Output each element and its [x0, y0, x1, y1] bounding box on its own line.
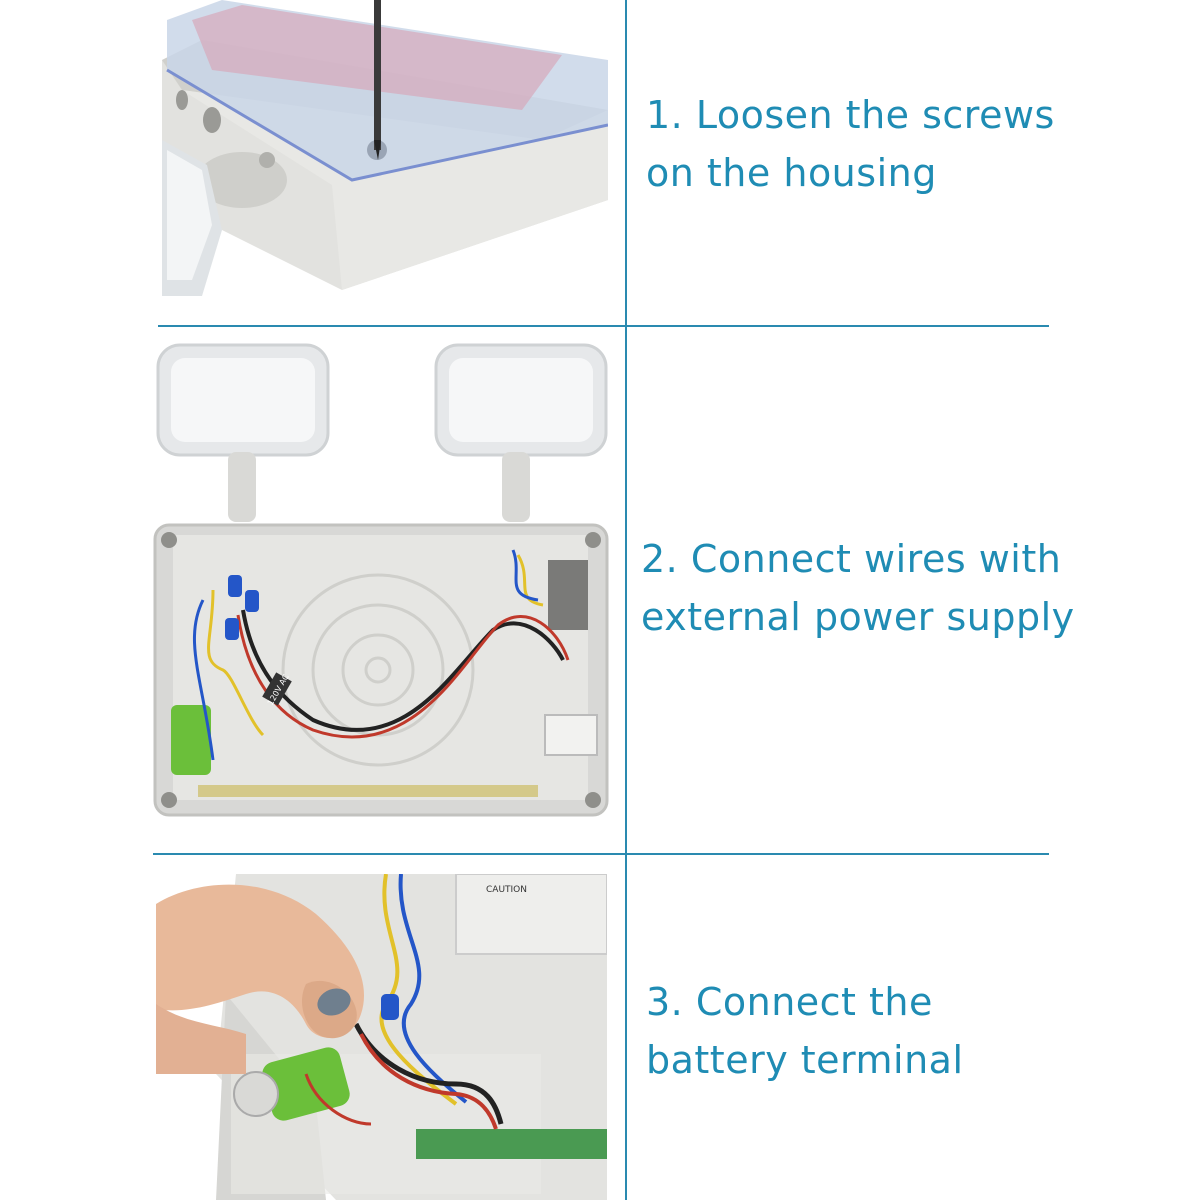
step-1-line-1: 1. Loosen the screws	[646, 93, 1055, 137]
horizontal-divider-1	[158, 325, 1049, 327]
step-3-text: 3. Connect the battery terminal	[646, 973, 964, 1089]
caution-label: CAUTION	[486, 885, 527, 895]
step-2-line-1: 2. Connect wires with	[641, 537, 1062, 581]
horizontal-divider-2	[153, 853, 1049, 855]
step-2-line-2: external power supply	[641, 595, 1075, 639]
step-3-line-2: battery terminal	[646, 1038, 964, 1082]
step-2-photo: 120V AC	[153, 340, 609, 820]
step-1-photo	[162, 0, 608, 296]
step-3-line-1: 3. Connect the	[646, 980, 933, 1024]
step-3-photo: CAUTION	[156, 874, 607, 1200]
vertical-divider	[625, 0, 627, 1200]
screwdriver-housing-illustration	[162, 0, 608, 296]
step-2-text: 2. Connect wires with external power sup…	[641, 530, 1075, 646]
step-1-line-2: on the housing	[646, 151, 937, 195]
step-1-text: 1. Loosen the screws on the housing	[646, 86, 1055, 202]
battery-connection-illustration: CAUTION	[156, 874, 607, 1200]
open-housing-illustration: 120V AC	[153, 340, 609, 820]
